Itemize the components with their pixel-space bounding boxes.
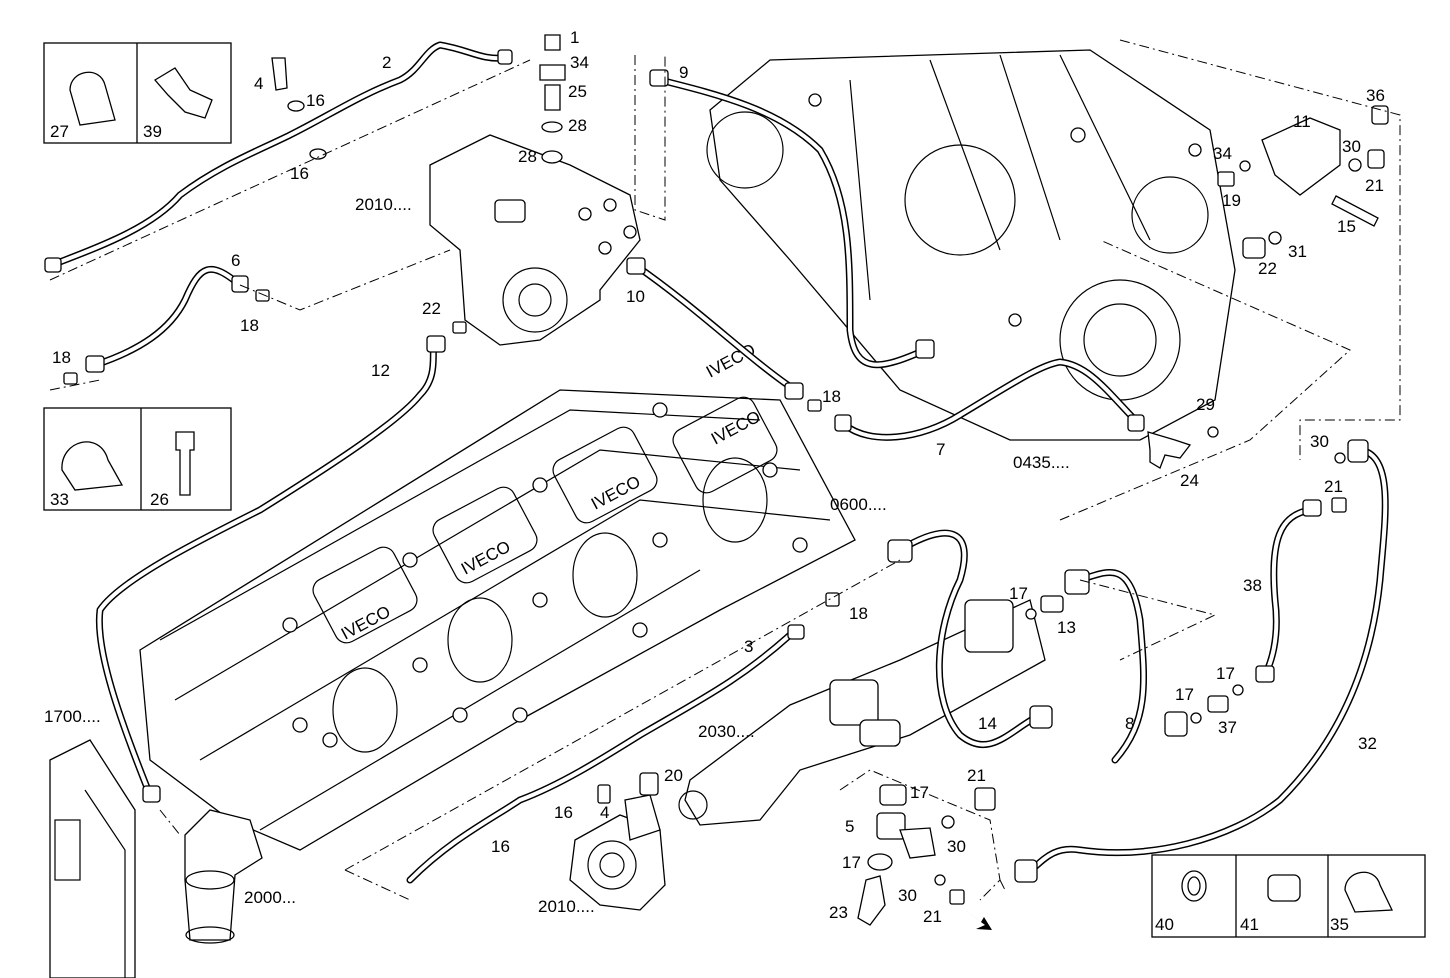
assembly-ref-flywheel: 0435.... bbox=[1013, 453, 1070, 472]
callout: 28 bbox=[568, 116, 587, 135]
callout: 7 bbox=[936, 440, 945, 459]
callout: 21 bbox=[967, 766, 986, 785]
legend-bottom-item-2: 35 bbox=[1330, 915, 1349, 934]
legend-mid-item-1: 26 bbox=[150, 490, 169, 509]
callout: 28 bbox=[518, 147, 537, 166]
callout: 17 bbox=[842, 853, 861, 872]
legend-top: 27 39 bbox=[43, 42, 232, 144]
callout: 8 bbox=[1125, 714, 1134, 733]
callout: 19 bbox=[1222, 191, 1241, 210]
oil-pump-bottom bbox=[569, 794, 666, 911]
callout: 17 bbox=[1216, 664, 1235, 683]
callout: 3 bbox=[744, 637, 753, 656]
callout: 18 bbox=[240, 316, 259, 335]
callout: 18 bbox=[849, 604, 868, 623]
callout: 34 bbox=[1213, 144, 1232, 163]
assembly-ref-filter: 2000... bbox=[244, 888, 296, 907]
legend-top-item-0: 27 bbox=[50, 122, 69, 141]
callout: 20 bbox=[664, 766, 683, 785]
callout: 34 bbox=[570, 53, 589, 72]
callout: 21 bbox=[923, 907, 942, 926]
callout: 16 bbox=[554, 803, 573, 822]
flywheel-housing bbox=[706, 49, 1236, 441]
legend-top-item-1: 39 bbox=[143, 122, 162, 141]
ecu-module bbox=[49, 739, 136, 978]
injection-pump bbox=[678, 599, 1046, 826]
cylinder-head-block: IVECO IVECO IVECO IVECO IVECO bbox=[139, 340, 856, 851]
callout: 16 bbox=[491, 837, 510, 856]
assembly-ref-oil-pump: 2010.... bbox=[538, 897, 595, 916]
callout: 36 bbox=[1366, 86, 1385, 105]
callout-labels: 1 34 25 28 28 2 4 16 16 9 36 11 34 30 21… bbox=[52, 28, 1385, 926]
legend-bottom-item-0: 40 bbox=[1155, 915, 1174, 934]
callout: 13 bbox=[1057, 618, 1076, 637]
legend-mid-item-0: 33 bbox=[50, 490, 69, 509]
callout: 17 bbox=[1009, 584, 1028, 603]
callout: 22 bbox=[422, 299, 441, 318]
callout: 22 bbox=[1258, 259, 1277, 278]
callout: 16 bbox=[306, 91, 325, 110]
legend-bottom: 40 41 35 bbox=[1151, 854, 1426, 938]
callout: 24 bbox=[1180, 471, 1199, 490]
callout: 6 bbox=[231, 251, 240, 270]
callout: 37 bbox=[1218, 718, 1237, 737]
callout: 5 bbox=[845, 817, 854, 836]
callout: 10 bbox=[626, 287, 645, 306]
callout: 14 bbox=[978, 714, 997, 733]
callout: 30 bbox=[947, 837, 966, 856]
assembly-ref-injection: 2030.... bbox=[698, 722, 755, 741]
callout: 21 bbox=[1365, 176, 1384, 195]
assembly-labels: 2010.... 2010.... 0435.... 0600.... 1700… bbox=[44, 195, 1070, 916]
fuel-filter bbox=[184, 809, 263, 944]
callout: 18 bbox=[52, 348, 71, 367]
callout: 29 bbox=[1196, 395, 1215, 414]
callout: 16 bbox=[290, 164, 309, 183]
callout: 21 bbox=[1324, 477, 1343, 496]
callout: 32 bbox=[1358, 734, 1377, 753]
callout: 2 bbox=[382, 53, 391, 72]
callout: 17 bbox=[1175, 685, 1194, 704]
assembly-ref-engine: 0600.... bbox=[830, 495, 887, 514]
callout: 4 bbox=[254, 74, 263, 93]
callout: 38 bbox=[1243, 576, 1262, 595]
callout: 18 bbox=[822, 387, 841, 406]
legend-mid: 33 26 bbox=[43, 407, 232, 511]
iveco-logo-5: IVECO bbox=[703, 340, 759, 382]
assembly-ref-ecu: 1700.... bbox=[44, 707, 101, 726]
leader-lines bbox=[49, 39, 1401, 901]
assembly-ref-fuel-pump: 2010.... bbox=[355, 195, 412, 214]
callout: 17 bbox=[910, 783, 929, 802]
callout: 9 bbox=[679, 63, 688, 82]
arrow-icon bbox=[958, 905, 992, 930]
callout: 30 bbox=[1310, 432, 1329, 451]
callout: 30 bbox=[1342, 137, 1361, 156]
fuel-pump-top bbox=[429, 134, 641, 346]
callout: 1 bbox=[570, 28, 579, 47]
callout: 15 bbox=[1337, 217, 1356, 236]
pipes bbox=[48, 41, 1389, 884]
callout: 23 bbox=[829, 903, 848, 922]
callout: 31 bbox=[1288, 242, 1307, 261]
fittings bbox=[44, 34, 1389, 926]
callout: 4 bbox=[600, 803, 609, 822]
callout: 30 bbox=[898, 886, 917, 905]
legend-bottom-item-1: 41 bbox=[1240, 915, 1259, 934]
callout: 25 bbox=[568, 82, 587, 101]
callout: 11 bbox=[1293, 112, 1311, 131]
callout: 12 bbox=[371, 361, 390, 380]
